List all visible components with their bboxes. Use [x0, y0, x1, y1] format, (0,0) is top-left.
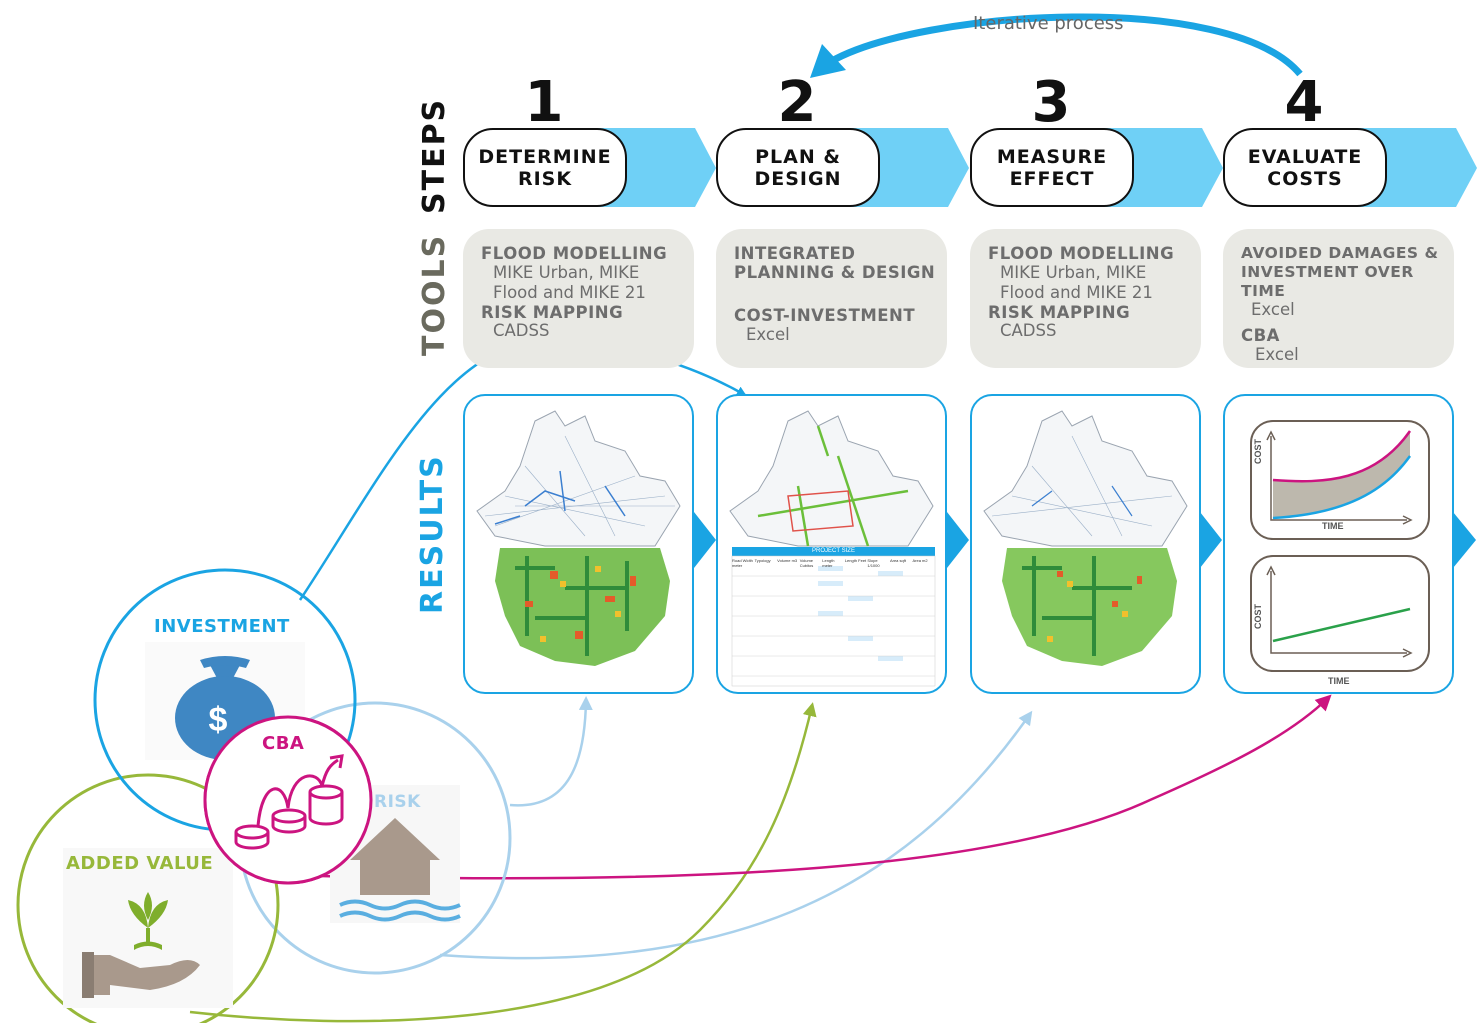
tool-text: Excel [1251, 300, 1295, 319]
risk-label: RISK [374, 792, 421, 812]
flood-map-image [476, 410, 681, 666]
cost-chart-2-xlabel: TIME [1328, 676, 1350, 686]
step-box-determine-risk: DETERMINE RISK [463, 128, 627, 207]
cba-label: CBA [262, 733, 305, 754]
table-header-cell: Typology [754, 558, 771, 563]
cost-chart-1-xlabel: TIME [1322, 521, 1344, 531]
tool-text: CADSS [493, 321, 550, 340]
risk-connector-1 [509, 696, 593, 807]
result-chevrons [694, 512, 1476, 568]
table-header-cell: Area m2 [912, 558, 928, 563]
added-value-label: ADDED VALUE [66, 853, 214, 874]
project-table-header: Road Width meter Typology Volume m3 Volu… [732, 558, 935, 568]
tools-box-4: AVOIDED DAMAGES & INVESTMENT OVER TIME E… [1223, 229, 1454, 368]
tool-heading: RISK MAPPING [481, 303, 624, 322]
house-flood-icon [339, 818, 461, 922]
row-label-steps: STEPS [417, 97, 452, 214]
table-header-cell: Road Width meter [732, 558, 753, 568]
tool-text: CADSS [1000, 321, 1057, 340]
tool-heading: INTEGRATED PLANNING & DESIGN [734, 244, 936, 282]
step-box-evaluate-costs: EVALUATE COSTS [1223, 128, 1387, 207]
tool-text: Excel [746, 325, 790, 344]
table-header-cell: Area sqft [889, 558, 906, 563]
svg-text:$: $ [209, 701, 228, 739]
added-value-connector [189, 702, 817, 1023]
step-title: EVALUATE COSTS [1247, 145, 1363, 190]
cost-chart-1-ylabel: COST [1253, 438, 1263, 464]
step-title: DETERMINE RISK [478, 145, 612, 190]
tools-box-3: FLOOD MODELLING MIKE Urban, MIKE Flood a… [970, 229, 1201, 368]
tool-heading: AVOIDED DAMAGES & INVESTMENT OVER TIME [1241, 244, 1439, 300]
iterative-arrow [828, 13, 1303, 77]
result-box-risk-map [463, 394, 694, 694]
row-label-tools: TOOLS [417, 233, 452, 356]
iterative-arrowhead [810, 44, 846, 78]
step-number-1: 1 [524, 70, 564, 135]
tools-box-2: INTEGRATED PLANNING & DESIGN COST-INVEST… [716, 229, 947, 368]
step-box-plan-design: PLAN & DESIGN [716, 128, 880, 207]
table-header-cell: Volume m3 [777, 558, 798, 563]
cost-chart-2-ylabel: COST [1253, 603, 1263, 629]
tools-box-1: FLOOD MODELLING MIKE Urban, MIKE Flood a… [463, 229, 694, 368]
coins-growth-icon [234, 754, 344, 850]
tool-gap [734, 282, 947, 306]
iterative-process-label: Iterative process [973, 13, 1124, 34]
effect-map-image [983, 410, 1188, 666]
row-label-results: RESULTS [415, 454, 450, 614]
table-header-cell: Length Feet [844, 558, 867, 563]
tool-heading: CBA [1241, 326, 1280, 345]
plan-map-image [729, 410, 936, 687]
step-number-2: 2 [777, 70, 817, 135]
tool-heading: RISK MAPPING [988, 303, 1131, 322]
table-header-cell: Volume Cubitos [799, 558, 814, 568]
project-table-title: PROJECT SIZE [812, 548, 855, 554]
investment-label: INVESTMENT [154, 616, 290, 637]
step-title: PLAN & DESIGN [754, 145, 842, 190]
step-title: MEASURE EFFECT [996, 145, 1108, 190]
result-box-costs: COST TIME COST TIME [1223, 394, 1454, 694]
tool-text: Excel [1255, 345, 1299, 364]
cost-charts [1250, 420, 1430, 672]
tool-heading: COST-INVESTMENT [734, 306, 916, 325]
hand-plant-icon [82, 892, 200, 998]
step-number-3: 3 [1031, 70, 1071, 135]
tool-heading: FLOOD MODELLING [988, 244, 1175, 263]
cba-connector [319, 694, 1332, 880]
tool-text: MIKE Urban, MIKE Flood and MIKE 21 [1000, 263, 1153, 302]
step-number-4: 4 [1284, 70, 1324, 135]
table-header-cell: Slope 1/1000 [867, 558, 880, 568]
step-box-measure-effect: MEASURE EFFECT [970, 128, 1134, 207]
table-header-cell: Length meter [822, 558, 835, 568]
risk-connector-2 [439, 710, 1033, 960]
result-box-measure-effect [970, 394, 1201, 694]
tool-heading: FLOOD MODELLING [481, 244, 668, 263]
added-value-circle [16, 773, 280, 1023]
tool-text: MIKE Urban, MIKE Flood and MIKE 21 [493, 263, 646, 302]
result-box-plan-design: PROJECT SIZE Road Width meter Typology V… [716, 394, 947, 694]
